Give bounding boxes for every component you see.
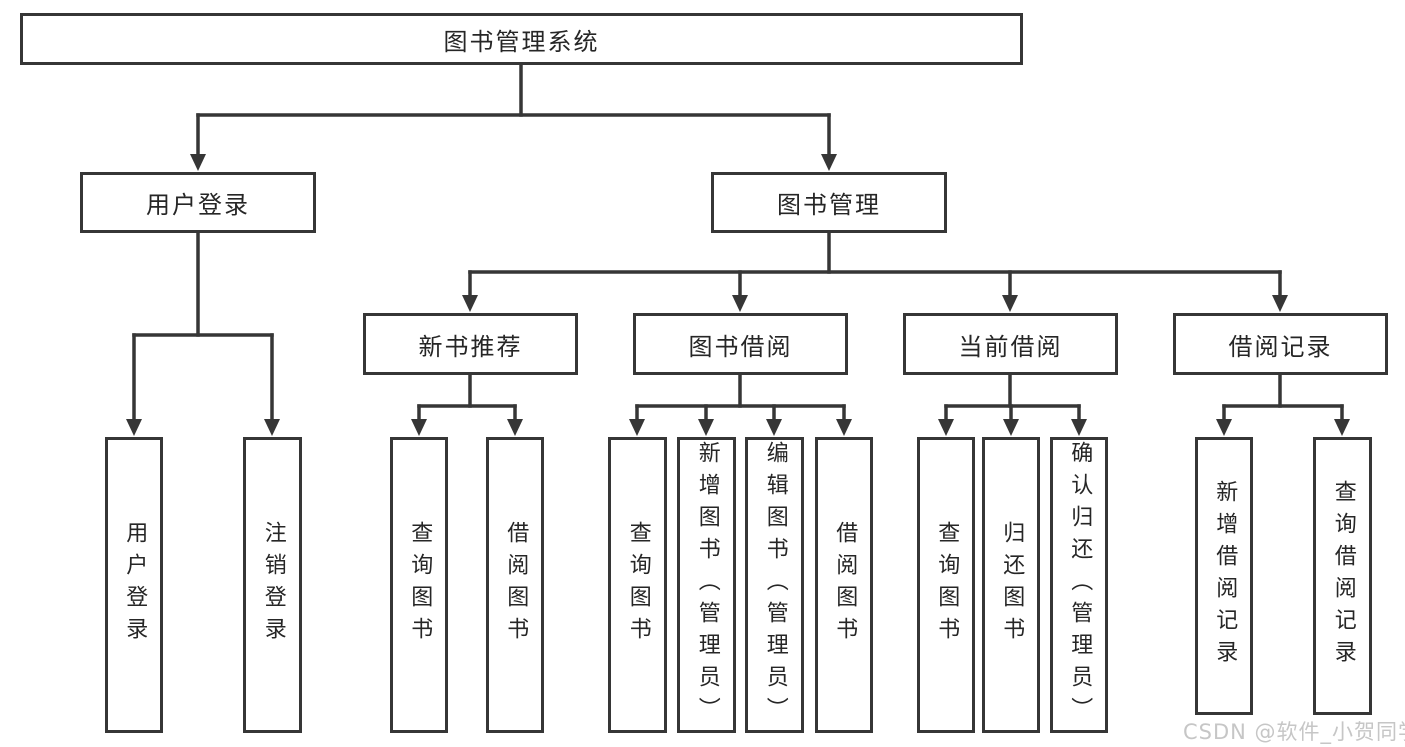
arrowhead-down-icon (836, 419, 852, 436)
node-label: 用户登录 (146, 191, 250, 219)
arrowhead-down-icon (732, 295, 748, 312)
node-label: 图书管理系统 (443, 27, 600, 56)
node-label: 新书推荐 (418, 332, 523, 361)
node-label: 当前借阅 (958, 332, 1063, 361)
node-leaf-query-books-1: 查询图书 (390, 437, 448, 733)
arrowhead-down-icon (507, 419, 523, 436)
node-book-management-system: 图书管理系统 (20, 13, 1023, 65)
node-label: 用户登录 (122, 521, 148, 649)
arrowhead-down-icon (1334, 419, 1350, 436)
node-label: 新增借阅记录 (1212, 480, 1238, 672)
node-leaf-add-borrow-record: 新增借阅记录 (1195, 437, 1253, 715)
node-leaf-query-books-2: 查询图书 (608, 437, 667, 733)
node-current-borrowing: 当前借阅 (903, 313, 1118, 375)
node-leaf-return-books: 归还图书 (982, 437, 1040, 733)
node-leaf-user-login: 用户登录 (105, 437, 163, 733)
node-label: 图书借阅 (688, 332, 793, 361)
node-label: 查询图书 (407, 521, 433, 649)
node-leaf-edit-books-admin: 编辑图书（管理员） (745, 437, 804, 733)
node-new-book-recommend: 新书推荐 (363, 313, 578, 375)
node-leaf-add-books-admin: 新增图书（管理员） (677, 437, 736, 733)
arrowhead-down-icon (1216, 419, 1232, 436)
node-label: 新增图书（管理员） (694, 441, 720, 729)
arrowhead-down-icon (1002, 295, 1018, 312)
node-label: 归还图书 (999, 521, 1025, 649)
watermark: CSDN @软件_小贺同学 (1183, 720, 1405, 744)
arrowhead-down-icon (1003, 419, 1019, 436)
arrowhead-down-icon (411, 419, 427, 436)
arrowhead-down-icon (629, 419, 645, 436)
node-label: 借阅记录 (1228, 332, 1333, 361)
arrowhead-down-icon (938, 419, 954, 436)
node-label: 查询借阅记录 (1330, 480, 1356, 672)
arrowhead-down-icon (821, 154, 837, 171)
node-label: 图书管理 (777, 191, 881, 219)
arrowhead-down-icon (1071, 419, 1087, 436)
arrowhead-down-icon (766, 419, 782, 436)
arrowhead-down-icon (190, 154, 206, 171)
node-borrowing-records: 借阅记录 (1173, 313, 1388, 375)
arrowhead-down-icon (264, 419, 280, 436)
node-book-borrowing: 图书借阅 (633, 313, 848, 375)
node-leaf-borrow-books-1: 借阅图书 (486, 437, 544, 733)
node-label: 借阅图书 (832, 521, 858, 649)
node-label: 编辑图书（管理员） (762, 441, 788, 729)
arrowhead-down-icon (698, 419, 714, 436)
node-book-management: 图书管理 (711, 172, 947, 233)
node-label: 查询图书 (934, 521, 960, 649)
node-label: 查询图书 (625, 521, 651, 649)
node-user-login-group: 用户登录 (80, 172, 316, 233)
node-leaf-logout: 注销登录 (243, 437, 302, 733)
arrowhead-down-icon (1272, 295, 1288, 312)
node-leaf-query-borrow-record: 查询借阅记录 (1313, 437, 1372, 715)
node-label: 借阅图书 (503, 521, 529, 649)
arrowhead-down-icon (462, 295, 478, 312)
arrowhead-down-icon (126, 419, 142, 436)
node-leaf-confirm-return-admin: 确认归还（管理员） (1050, 437, 1108, 733)
node-label: 注销登录 (260, 521, 286, 649)
node-leaf-borrow-books-2: 借阅图书 (815, 437, 873, 733)
node-label: 确认归还（管理员） (1067, 441, 1093, 729)
node-leaf-query-books-3: 查询图书 (917, 437, 975, 733)
